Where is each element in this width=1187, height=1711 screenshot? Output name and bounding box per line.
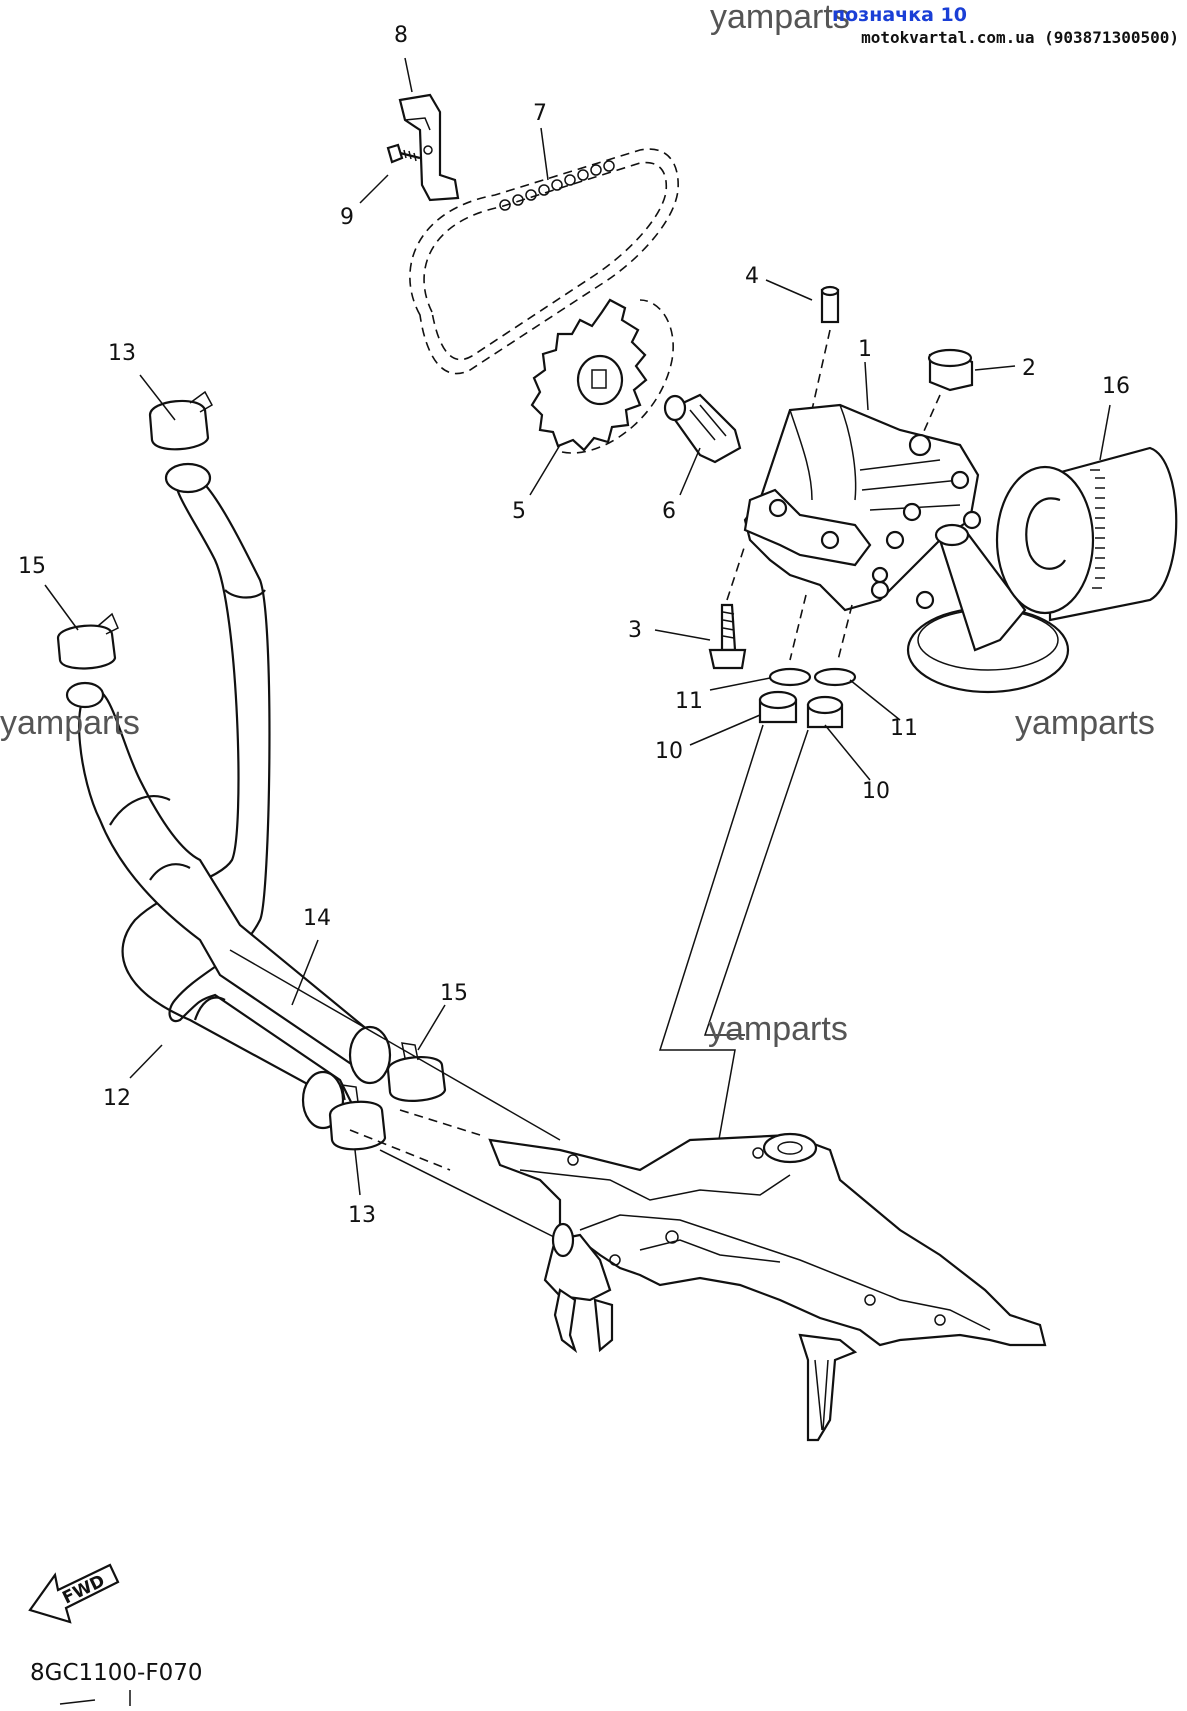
callout-16: 16 (1102, 374, 1130, 399)
clamp-15-lower (386, 1042, 447, 1102)
callout-5: 5 (512, 499, 526, 524)
drive-chain-part (409, 148, 679, 375)
oil-hose-14 (65, 681, 392, 1130)
chain-guide-part (398, 93, 460, 202)
dowel-parts-10 (758, 690, 844, 729)
callout-13-upper: 13 (108, 341, 136, 366)
oil-pump-part (743, 403, 982, 612)
flange-bolt-part (708, 544, 747, 670)
callout-15-upper: 15 (18, 554, 46, 579)
watermark-top: yamparts (710, 0, 850, 36)
callout-11-right: 11 (890, 716, 918, 741)
badge-label: позначка 10 (832, 4, 967, 26)
chain-links-detail (499, 160, 615, 211)
leader-lines (44, 57, 1111, 1196)
source-line: motokvartal.com.ua (903871300500) (861, 28, 1179, 47)
clamp-13-lower (328, 1084, 387, 1151)
callout-10-left: 10 (655, 739, 683, 764)
callout-4: 4 (745, 264, 759, 289)
watermark-left: yamparts (0, 704, 140, 742)
callout-11-left: 11 (675, 689, 703, 714)
oil-strainer-part (906, 523, 1070, 694)
oil-hose-12 (121, 462, 358, 1113)
diagram-code: 8GC1100-F070 (30, 1660, 203, 1686)
callout-2: 2 (1022, 356, 1036, 381)
collar-part (919, 348, 974, 441)
clamp-15-upper (56, 612, 119, 670)
bolt-part-9 (386, 143, 421, 164)
oil-filter-part (995, 446, 1178, 622)
fwd-arrow-icon: FWD (28, 1563, 120, 1624)
pump-shaft-part (663, 393, 742, 464)
callout-7: 7 (533, 101, 547, 126)
callout-14: 14 (303, 906, 331, 931)
watermark-center: yamparts (708, 1010, 848, 1048)
callout-9: 9 (340, 205, 354, 230)
callout-3: 3 (628, 618, 642, 643)
oil-pan-frame-part (488, 1132, 1047, 1442)
watermark-right: yamparts (1015, 704, 1155, 742)
callout-15-lower: 15 (440, 981, 468, 1006)
o-ring-parts (768, 667, 857, 687)
sprocket-part (530, 298, 674, 454)
callout-10-right: 10 (862, 779, 890, 804)
callout-12: 12 (103, 1086, 131, 1111)
callout-8: 8 (394, 23, 408, 48)
callout-13-lower: 13 (348, 1203, 376, 1228)
callout-6: 6 (662, 499, 676, 524)
callout-1: 1 (858, 337, 872, 362)
